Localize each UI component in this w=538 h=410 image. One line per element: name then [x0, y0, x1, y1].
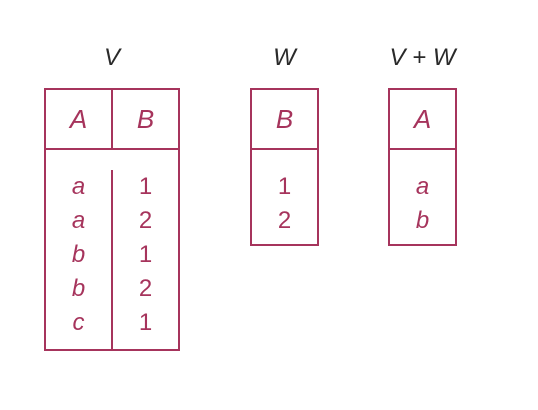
relation-v-cell: 1	[138, 173, 153, 200]
relation-vw-title: V + W	[389, 44, 456, 71]
relation-w-header: B	[252, 90, 317, 150]
relation-w-title: W	[273, 44, 296, 71]
relation-vw-col-a: a b	[390, 170, 455, 244]
relation-v-cell: c	[72, 309, 85, 336]
relation-v-cell: 1	[138, 241, 153, 268]
relation-w-col-b: 1 2	[252, 170, 317, 244]
relation-v-header: A B	[46, 90, 178, 150]
relation-v-header-b: B	[136, 103, 155, 134]
relation-w-table: B 1 2	[250, 88, 319, 246]
relation-w-body: 1 2	[252, 150, 317, 244]
relation-v-table: A B a a b b c 1 2 1 2 1	[44, 88, 180, 351]
relation-w-header-b: B	[275, 103, 294, 134]
relation-vw-body: a b	[390, 150, 455, 244]
relation-v-title: V	[103, 44, 120, 71]
relation-v-cell: a	[71, 207, 86, 234]
relation-vw-cell: b	[415, 207, 430, 234]
relation-v-cell: 2	[138, 207, 153, 234]
relation-v-body: a a b b c 1 2 1 2 1	[46, 150, 178, 349]
relation-vw-table: A a b	[388, 88, 457, 246]
relation-w-cell: 1	[277, 173, 292, 200]
relation-vw-header-a: A	[413, 103, 432, 134]
relation-vw-header: A	[390, 90, 455, 150]
relation-v-cell: a	[71, 173, 86, 200]
relation-v-header-a: A	[46, 90, 113, 148]
relation-v-cell: 2	[138, 275, 153, 302]
relation-vw-cell: a	[415, 173, 430, 200]
relation-v-cell: b	[71, 275, 86, 302]
relation-w-cell: 2	[277, 207, 292, 234]
relation-v-cell: b	[71, 241, 86, 268]
relation-v-col-b: 1 2 1 2 1	[113, 170, 178, 349]
relation-v-cell: 1	[138, 309, 153, 336]
relation-v-col-a: a a b b c	[46, 170, 113, 349]
